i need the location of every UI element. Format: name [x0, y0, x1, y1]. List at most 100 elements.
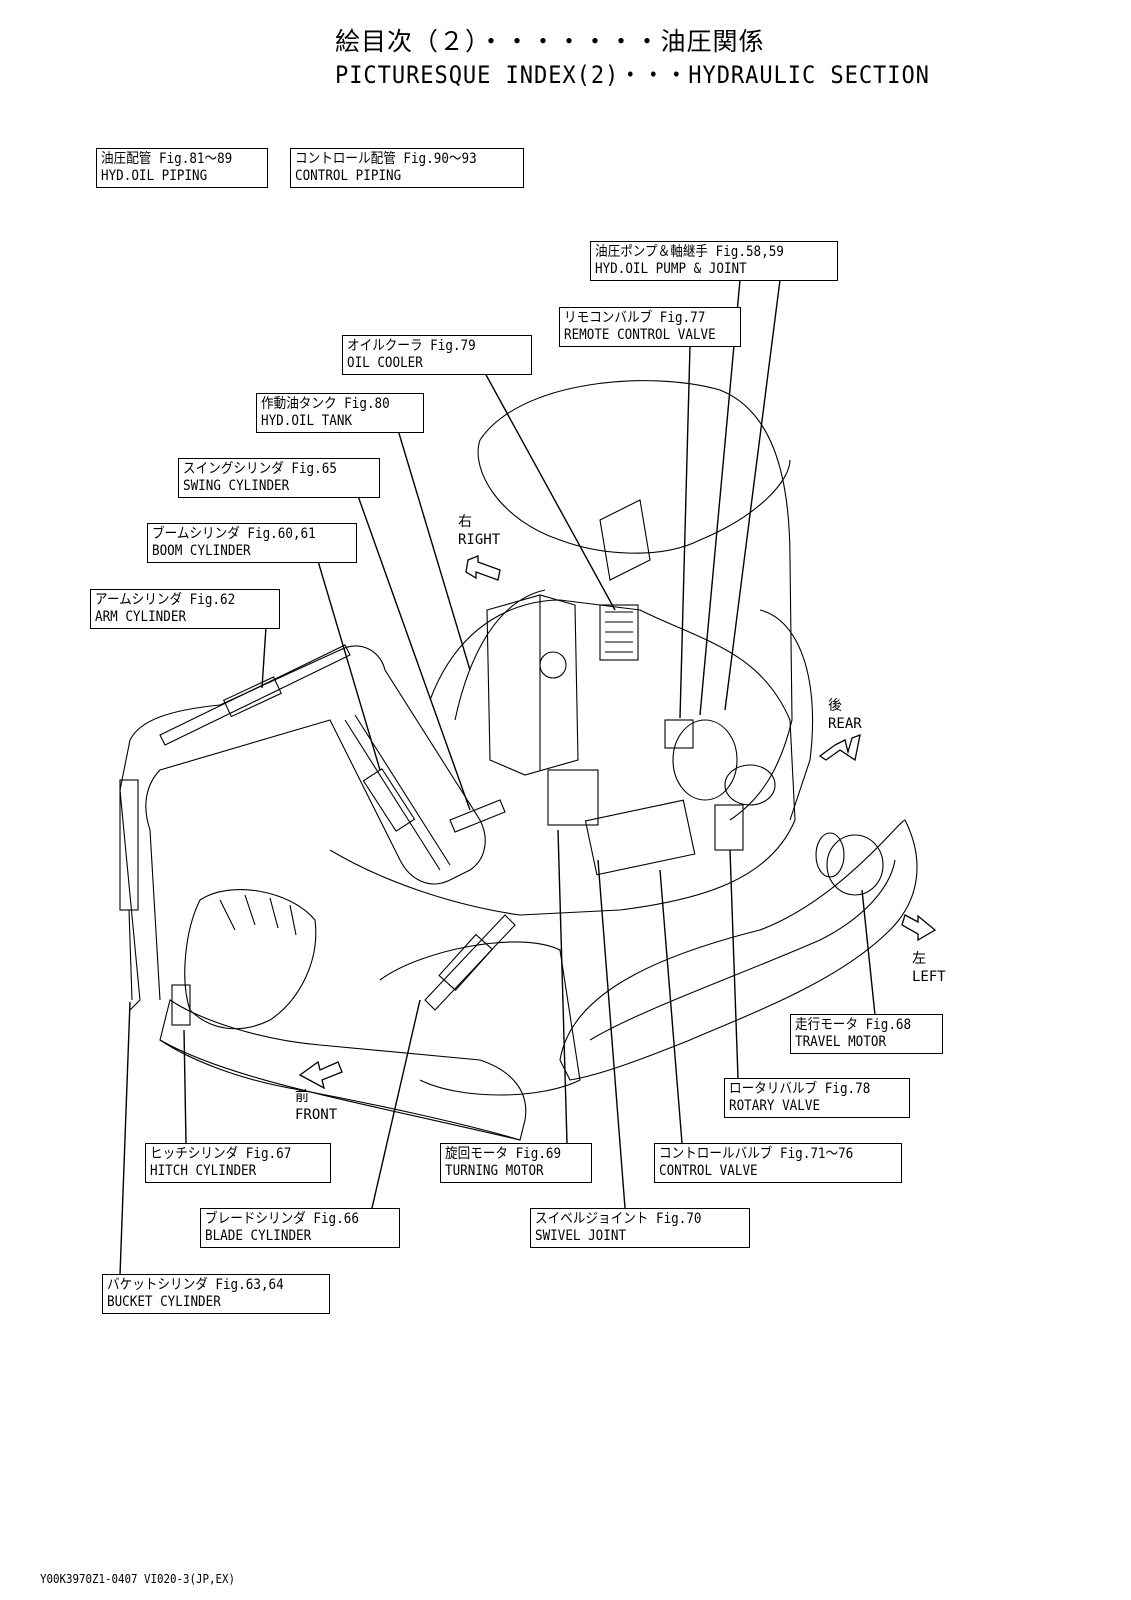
swing-cylinder	[449, 799, 506, 833]
label-en: OIL COOLER	[347, 355, 423, 371]
counterweight	[759, 609, 814, 821]
label-jp: コントロール配管 Fig.90～93	[295, 151, 477, 167]
label-en: ARM CYLINDER	[95, 609, 187, 625]
rotary-valve-body	[714, 804, 744, 851]
hitch-cylinder-body	[171, 984, 191, 1026]
bucket-outline	[184, 889, 317, 1030]
bucket-cylinder-rod	[128, 909, 133, 1001]
label-jp: リモコンバルブ Fig.77	[564, 310, 706, 326]
label-blade-cylinder: ブレードシリンダ Fig.66 BLADE CYLINDER	[200, 1208, 400, 1248]
label-en: SWING CYLINDER	[183, 478, 290, 494]
label-travel-motor: 走行モータ Fig.68 TRAVEL MOTOR	[790, 1014, 943, 1054]
label-boom-cylinder: ブームシリンダ Fig.60,61 BOOM CYLINDER	[147, 523, 357, 563]
track-outline	[559, 819, 918, 1081]
pump-flange	[672, 719, 738, 801]
label-arm-cylinder: アームシリンダ Fig.62 ARM CYLINDER	[90, 589, 280, 629]
cab-roof	[477, 439, 791, 554]
label-en: HYD.OIL PUMP & JOINT	[595, 261, 747, 277]
bucket-teeth	[219, 894, 297, 936]
cab-outline	[479, 380, 793, 821]
upper-body	[329, 599, 796, 916]
label-jp: 走行モータ Fig.68	[795, 1017, 912, 1033]
leader-hyd-oil-pump	[699, 279, 741, 716]
leader-lines	[119, 279, 876, 1276]
arm	[119, 739, 141, 1011]
travel-motor-body	[826, 834, 884, 896]
label-turning-motor: 旋回モータ Fig.69 TURNING MOTOR	[440, 1143, 592, 1183]
label-control-valve: コントロールバルブ Fig.71～76 CONTROL VALVE	[654, 1143, 902, 1183]
arrow-rear-icon	[818, 733, 861, 762]
label-hyd-oil-piping: 油圧配管 Fig.81～89 HYD.OIL PIPING	[96, 148, 268, 188]
label-en: ROTARY VALVE	[729, 1098, 821, 1114]
page-title-jp: 絵目次（２）・・・・・・・油圧関係	[335, 27, 765, 56]
oil-cooler	[599, 604, 639, 661]
leader-travel-motor	[861, 889, 876, 1016]
leader-rotary-valve	[729, 849, 739, 1079]
label-en: HITCH CYLINDER	[150, 1163, 257, 1179]
control-valve-body	[584, 799, 696, 876]
leader-blade-cylinder	[371, 999, 421, 1209]
boom	[129, 645, 486, 1001]
label-en: HYD.OIL TANK	[261, 413, 353, 429]
arm-cylinder-barrel	[222, 676, 282, 718]
direction-front: 前 FRONT	[295, 1088, 337, 1124]
oil-tank-pipe	[454, 589, 546, 721]
blade-edge	[159, 1039, 521, 1141]
leader-hitch-cylinder	[183, 1029, 187, 1144]
label-swing-cylinder: スイングシリンダ Fig.65 SWING CYLINDER	[178, 458, 380, 498]
leader-hyd-oil-tank	[397, 429, 471, 671]
label-en: HYD.OIL PIPING	[101, 168, 208, 184]
arrow-left-icon	[901, 914, 937, 942]
oil-cooler-fins	[605, 611, 633, 653]
label-rotary-valve: ロータリバルブ Fig.78 ROTARY VALVE	[724, 1078, 910, 1118]
label-jp: スイングシリンダ Fig.65	[183, 461, 337, 477]
label-oil-cooler: オイルクーラ Fig.79 OIL COOLER	[342, 335, 532, 375]
pump-body	[724, 764, 776, 806]
label-jp: オイルクーラ Fig.79	[347, 338, 476, 354]
arrow-right-icon	[465, 555, 501, 581]
leader-boom-cylinder	[317, 560, 381, 771]
label-en: BLADE CYLINDER	[205, 1228, 312, 1244]
label-jp: ヒッチシリンダ Fig.67	[150, 1146, 292, 1162]
label-hitch-cylinder: ヒッチシリンダ Fig.67 HITCH CYLINDER	[145, 1143, 331, 1183]
label-en: TURNING MOTOR	[445, 1163, 544, 1179]
direction-left: 左 LEFT	[912, 950, 946, 986]
label-jp: ロータリバルブ Fig.78	[729, 1081, 871, 1097]
page-title-en: PICTURESQUE INDEX(2)・・・HYDRAULIC SECTION	[335, 61, 930, 89]
leader-arm-cylinder	[261, 626, 267, 689]
label-bucket-cylinder: バケットシリンダ Fig.63,64 BUCKET CYLINDER	[102, 1274, 330, 1314]
blade-cylinder	[424, 914, 516, 1011]
label-en: TRAVEL MOTOR	[795, 1034, 887, 1050]
leader-swing-cylinder	[357, 495, 471, 811]
leader-remote-control-valve	[679, 345, 691, 719]
cab-window	[599, 499, 651, 581]
leader-bucket-cylinder	[119, 1001, 131, 1276]
direction-jp: 後	[828, 698, 842, 714]
turning-motor-body	[547, 769, 599, 826]
arrow-front-icon	[298, 1060, 343, 1090]
label-jp: アームシリンダ Fig.62	[95, 592, 236, 608]
leader-turning-motor	[557, 829, 568, 1144]
label-en: BUCKET CYLINDER	[107, 1294, 221, 1310]
remote-control-valve	[664, 719, 694, 749]
blade-outline	[159, 999, 527, 1141]
label-en: BOOM CYLINDER	[152, 543, 251, 559]
label-jp: スイベルジョイント Fig.70	[535, 1211, 702, 1227]
arm-cylinder-body	[159, 644, 351, 746]
label-hyd-oil-pump: 油圧ポンプ＆軸継手 Fig.58,59 HYD.OIL PUMP & JOINT	[590, 241, 838, 281]
boom-cylinder-barrel	[362, 768, 416, 832]
label-en: CONTROL VALVE	[659, 1163, 758, 1179]
label-en: SWIVEL JOINT	[535, 1228, 627, 1244]
label-jp: 油圧配管 Fig.81～89	[101, 151, 233, 167]
oil-tank	[486, 594, 579, 776]
direction-arrows	[298, 555, 937, 1090]
direction-en: REAR	[828, 716, 862, 732]
label-hyd-oil-tank: 作動油タンク Fig.80 HYD.OIL TANK	[256, 393, 424, 433]
label-jp: ブレードシリンダ Fig.66	[205, 1211, 359, 1227]
label-en: REMOTE CONTROL VALVE	[564, 327, 716, 343]
direction-jp: 右	[458, 514, 472, 530]
label-jp: コントロールバルブ Fig.71～76	[659, 1146, 854, 1162]
blade-cylinder-barrel	[438, 933, 494, 991]
